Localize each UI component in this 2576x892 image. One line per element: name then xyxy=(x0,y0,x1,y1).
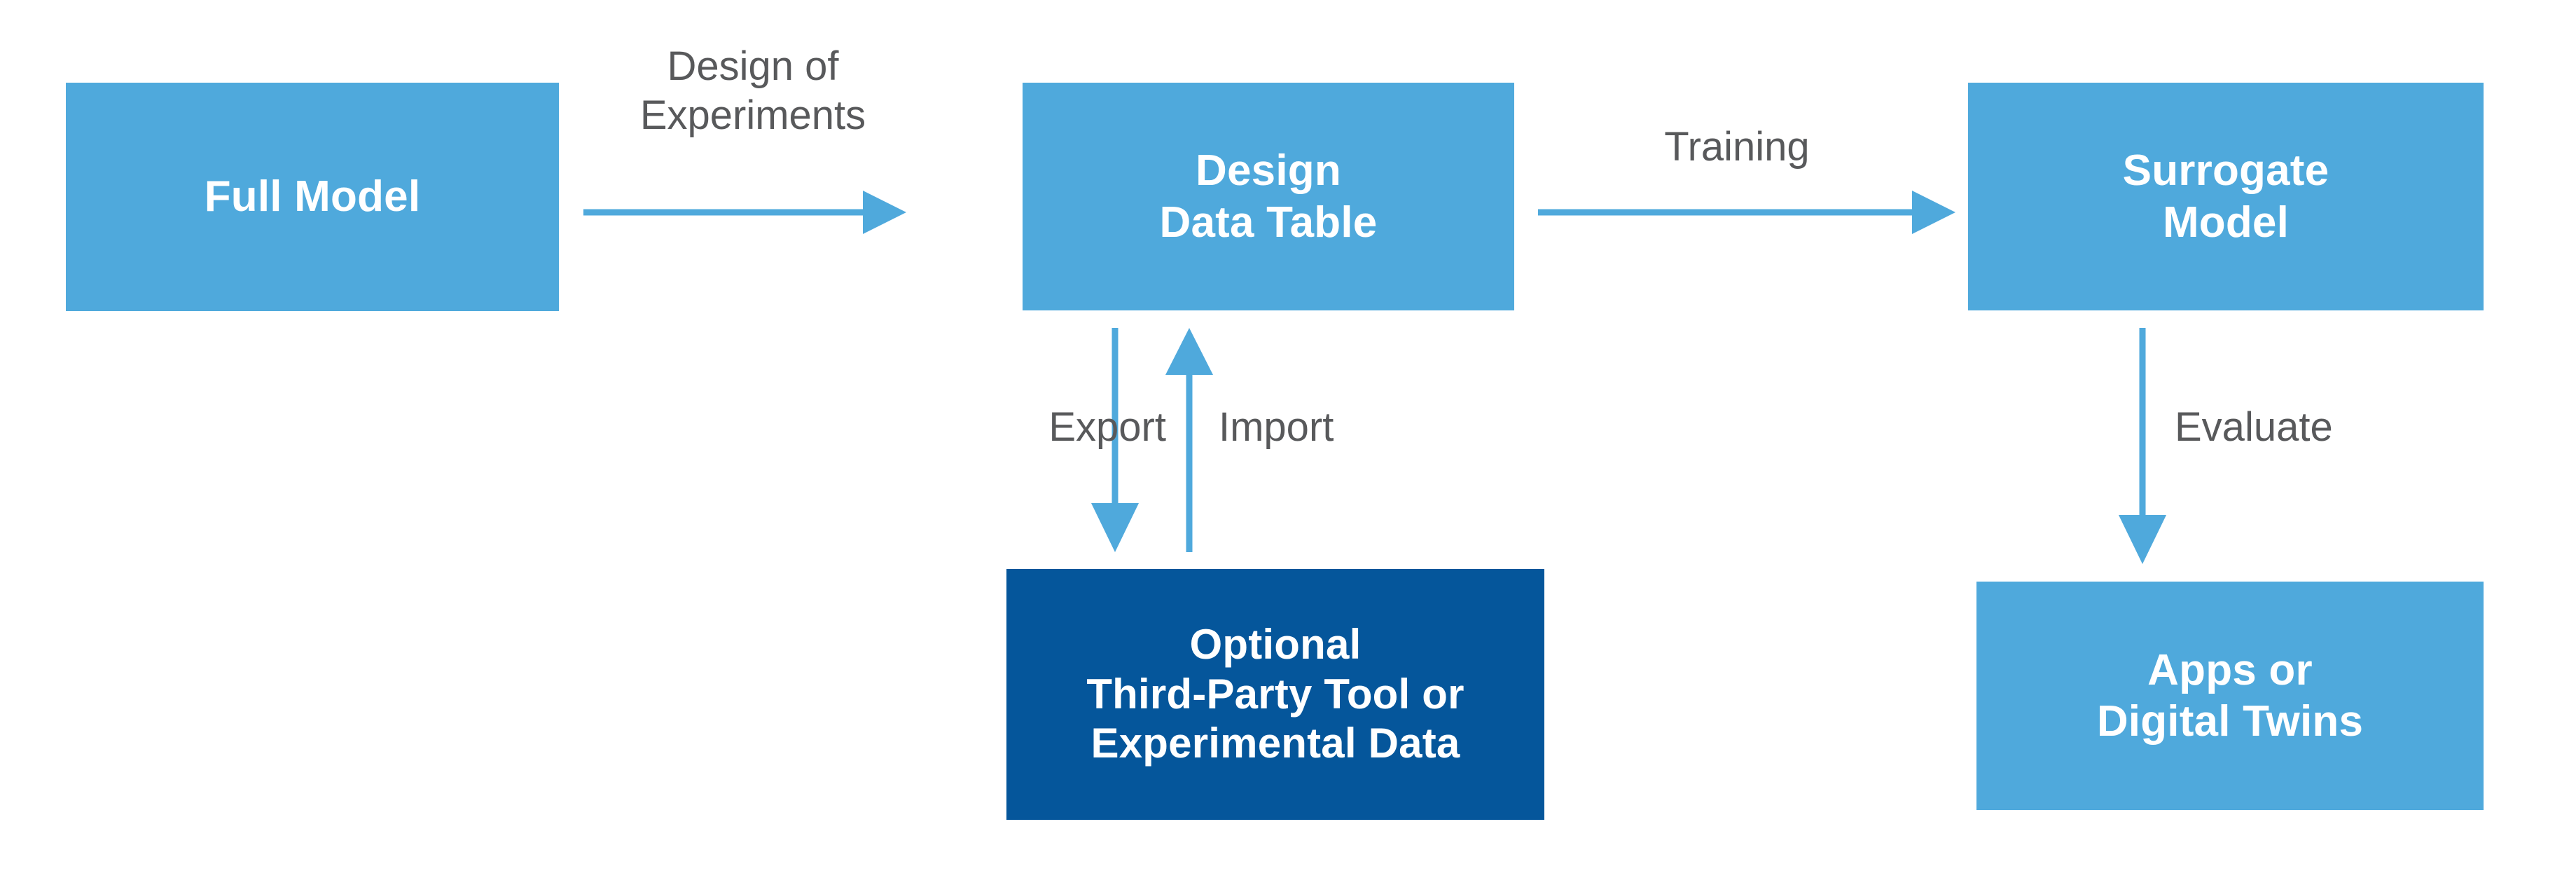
node-design-data-table[interactable]: Design Data Table xyxy=(1023,83,1514,310)
edge-training xyxy=(1538,191,1955,234)
edge-evaluate xyxy=(2119,328,2166,564)
edge-label-evaluate: Evaluate xyxy=(2175,404,2333,450)
edge-design-of-experiments xyxy=(583,191,906,234)
node-full-model[interactable]: Full Model xyxy=(66,83,559,311)
edge-label-import: Import xyxy=(1219,404,1334,450)
edge-label-training: Training xyxy=(1664,124,1810,170)
edge-label-export: Export xyxy=(1048,404,1166,450)
edge-label-design-of-experiments: Design of Experiments xyxy=(639,43,866,138)
edge-import xyxy=(1165,328,1213,552)
node-apps-or-digital-twins[interactable]: Apps or Digital Twins xyxy=(1976,582,2484,810)
node-optional-third-party-tool[interactable]: Optional Third-Party Tool or Experimenta… xyxy=(1006,569,1544,820)
node-surrogate-model[interactable]: Surrogate Model xyxy=(1968,83,2484,310)
